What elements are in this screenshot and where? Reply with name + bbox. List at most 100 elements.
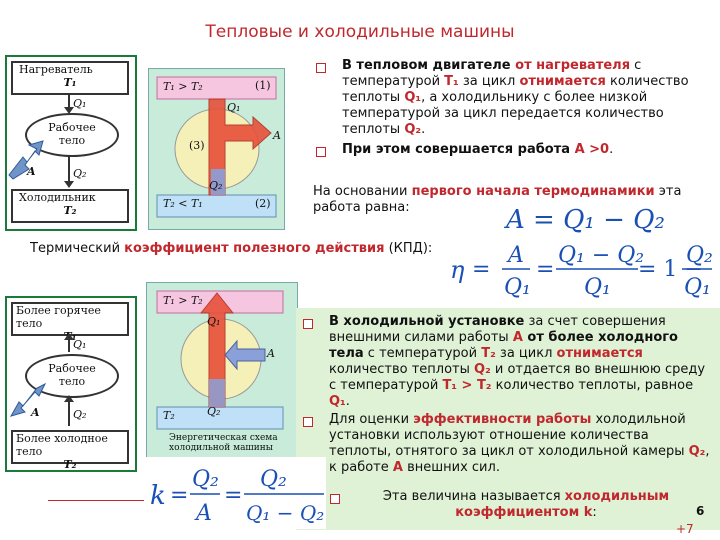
work-label: A [27, 165, 36, 178]
text-run: количество теплоты, равное [491, 378, 694, 393]
frac3-num: Q₂ [686, 243, 713, 268]
text-run: отнимается [556, 346, 643, 361]
first-law-intro: На основании первого начала термодинамик… [313, 184, 713, 216]
heat-engine-arrows [8, 93, 74, 188]
frac2-den: Q₁ [584, 275, 611, 300]
hot-body-label: Более горячее тело [16, 304, 101, 330]
text-run: количество теплоты [329, 362, 475, 377]
cold-body-label: Более холодное тело [16, 432, 108, 458]
ref-energy-caption: Энергетическая схема холодильной машины [169, 433, 278, 453]
frac1-den: Q₁ [504, 275, 531, 300]
ref-bullet-3: Эта величина называется холодильным коэф… [330, 489, 696, 521]
text-run: A >0 [574, 142, 610, 157]
cooler-box: Холодильник T₂ [11, 189, 129, 223]
ref-work-label: A [31, 406, 40, 419]
text-run: за цикл [495, 346, 557, 361]
energy-q2: Q₂ [209, 179, 223, 192]
text-run: внешних сил. [402, 460, 500, 475]
energy-q1: Q₁ [227, 101, 241, 114]
cooler-label: Холодильник [19, 191, 96, 204]
text-run: Q₂ [474, 362, 491, 377]
text-run: На основании [313, 184, 412, 199]
text-run: Для оценки [329, 412, 414, 427]
text-run: T₁ > T₂ [442, 378, 492, 393]
body-label-1: Рабочее [48, 121, 96, 134]
energy-top-label: T₁ > T₂ [163, 80, 203, 93]
heat-engine-bullet-2: При этом совершается работа A >0. [316, 142, 714, 158]
q1-label: Q₁ [73, 97, 87, 110]
text-run: первого начала термодинамики [411, 184, 655, 199]
ref-body-label-1: Рабочее [48, 362, 96, 375]
energy-marker-1: (1) [255, 79, 271, 92]
text-run: A [512, 330, 523, 345]
frac1-num: A [506, 243, 524, 268]
k-symbol: k [150, 481, 166, 511]
refrigerator-energy-schema: T₁ > T₂ Q₁ A Q₂ T₂ Энергетическая схема … [146, 282, 298, 460]
text-run: T₂ [481, 346, 496, 361]
k-eq-1: = [170, 483, 188, 508]
text-run: эта работа равна: [313, 184, 682, 215]
heater-temp: T₁ [63, 76, 77, 89]
text-run: от более холодного тела [329, 330, 678, 361]
efficiency-formula: η = A Q₁ = Q₁ − Q₂ Q₁ = 1 − Q₂ Q₁ [450, 243, 713, 300]
text-run: от нагревателя [515, 58, 631, 73]
text-run: с температурой [342, 58, 642, 89]
heat-engine-energy-schema: T₁ > T₂ (1) Q₁ (3) A Q₂ T₂ < T₁ (2) [148, 68, 285, 230]
text-run: Термический [30, 241, 125, 256]
k-formula-box [146, 457, 326, 529]
heat-engine-energy-svg [156, 76, 277, 218]
ref-q2-label: Q₂ [73, 408, 87, 421]
text-run: , а холодильнику с более низкой температ… [342, 90, 664, 137]
refrigerator-bullets: В холодильной установке за счет совершен… [303, 314, 713, 476]
ref-energy-work: A [267, 347, 275, 360]
text-run: При этом совершается работа [342, 142, 575, 157]
text-run: Q₁ [329, 394, 346, 409]
k-frac1-den: A [194, 501, 212, 526]
text-run: за счет совершения внешними силами работ… [329, 314, 666, 345]
ref-energy-top: T₁ > T₂ [163, 294, 203, 307]
text-run: холодильной установки используют отношен… [329, 412, 689, 459]
page-number: 6 [696, 504, 705, 518]
body-label-2: тело [58, 134, 86, 147]
energy-work: A [273, 129, 281, 142]
ref-energy-q2: Q₂ [207, 405, 221, 418]
eq-1: = [472, 257, 490, 282]
k-frac1-num: Q₂ [192, 467, 219, 492]
q2-label: Q₂ [73, 167, 87, 180]
decor-line [48, 500, 144, 501]
text-run: T₁ [444, 74, 459, 89]
k-frac2-den: Q₁ − Q₂ [246, 501, 324, 525]
text-run: коэффициент полезного действия [124, 241, 385, 256]
k-eq-2: = [224, 483, 242, 508]
heat-engine-bullet-1: В тепловом двигателе от нагревателя с те… [316, 58, 714, 138]
frac2-num: Q₁ − Q₂ [558, 243, 644, 268]
text-run: В тепловом двигателе [342, 58, 516, 73]
text-run: за цикл [458, 74, 520, 89]
cooler-temp: T₂ [63, 204, 77, 217]
text-run: , к работе [329, 444, 710, 475]
energy-marker-3: (3) [189, 139, 205, 152]
text-run: Q₂ [688, 444, 706, 459]
refrigerator-arrows [9, 333, 74, 426]
ref-q1-label: Q₁ [73, 338, 87, 351]
refrigerator-schema: Более горячее тело T₁ Q₁ Рабочее тело A … [5, 296, 137, 472]
heat-engine-bullets: В тепловом двигателе от нагревателя с те… [316, 58, 714, 158]
k-formula: k = Q₂ A = Q₂ Q₁ − Q₂ [150, 467, 324, 526]
text-run: Q₂ [404, 122, 422, 137]
text-run: эффективности работы [413, 412, 592, 427]
ref-bullet-1: В холодильной установке за счет совершен… [303, 314, 713, 410]
ref-energy-q1: Q₁ [207, 315, 221, 328]
nav-hint[interactable]: +7 [676, 522, 694, 536]
ref-bullet-3-box: Эта величина называется холодильным коэф… [330, 489, 696, 521]
cold-body-temp: T₂ [63, 458, 77, 471]
text-run: Эта величина называется [382, 489, 565, 504]
ref-bullet-2: Для оценки эффективности работы холодиль… [303, 412, 713, 476]
slide-title: Тепловые и холодильные машины [205, 22, 515, 42]
refrigerator-text-panel [296, 308, 720, 530]
text-run: : [592, 505, 597, 520]
refrigerator-energy-svg [156, 290, 284, 430]
energy-marker-2: (2) [255, 197, 271, 210]
text-run: A [392, 460, 403, 475]
heater-box: Нагреватель T₁ [11, 61, 129, 95]
heat-engine-schema: Нагреватель T₁ Q₁ Рабочее тело A Q₂ Холо… [5, 55, 137, 231]
